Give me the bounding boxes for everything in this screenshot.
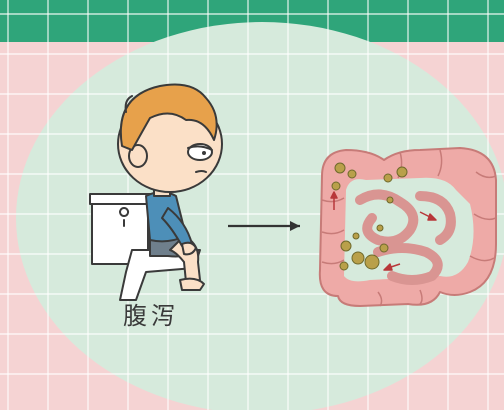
- boy-pupil: [202, 151, 206, 155]
- boy-foot: [180, 279, 204, 290]
- boy-hand: [182, 243, 196, 255]
- caption-diarrhea: 腹泻: [96, 304, 206, 328]
- boy-mouth: [196, 171, 206, 172]
- intestine-icon: [320, 148, 496, 306]
- toilet-lid: [90, 194, 152, 204]
